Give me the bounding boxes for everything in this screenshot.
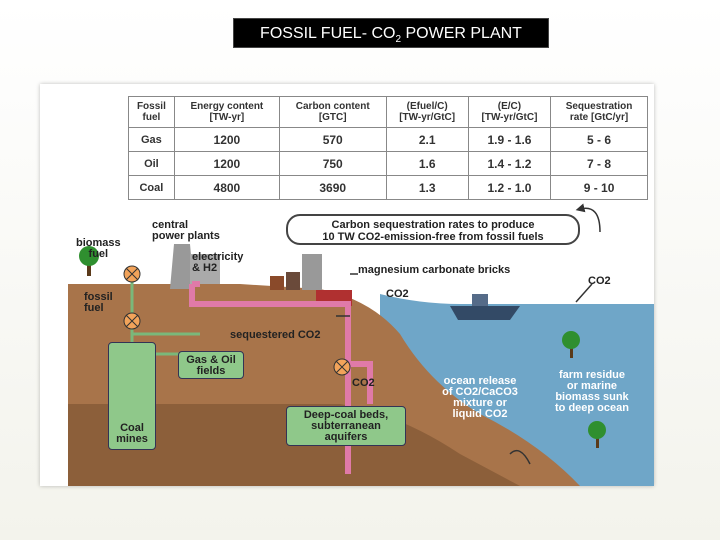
table-header-cell: (E/C)[TW-yr/GtC] xyxy=(467,96,552,128)
tree-icon xyxy=(79,246,99,276)
table-cell: Coal xyxy=(128,175,175,200)
table-cell: 1.6 xyxy=(385,151,469,176)
arrows xyxy=(336,203,601,465)
co2-label: CO2 xyxy=(386,288,409,300)
ship-icon xyxy=(450,294,520,320)
table-cell: 1.3 xyxy=(385,175,469,200)
valve-icon xyxy=(123,312,141,330)
co2-label: CO2 xyxy=(352,377,375,389)
sequestered-co2-label: sequestered CO2 xyxy=(230,329,321,341)
valve-icon xyxy=(333,358,351,376)
table-row: Oil 1200 750 1.6 1.4 - 1.2 7 - 8 xyxy=(128,151,648,176)
table-cell: 4800 xyxy=(173,175,280,200)
co2-label: CO2 xyxy=(588,275,611,287)
table-cell: 3690 xyxy=(278,175,387,200)
tree-icon xyxy=(588,421,606,448)
table-cell: 5 - 6 xyxy=(550,127,648,152)
magnesium-bricks-label: magnesium carbonate bricks xyxy=(358,264,511,276)
valve-icon xyxy=(123,265,141,283)
table-cell: 7 - 8 xyxy=(550,151,648,176)
table-cell: 1200 xyxy=(173,127,280,152)
table-header-cell: Energy content[TW-yr] xyxy=(173,96,280,128)
table-cell: 1.2 - 1.0 xyxy=(467,175,552,200)
table-header-cell: (Efuel/C)[TW-yr/GtC] xyxy=(385,96,469,128)
table-cell: Gas xyxy=(128,127,175,152)
table-cell: 1.9 - 1.6 xyxy=(467,127,552,152)
table-cell: Oil xyxy=(128,151,175,176)
table-cell: 2.1 xyxy=(385,127,469,152)
table-cell: 9 - 10 xyxy=(550,175,648,200)
table-cell: 1.4 - 1.2 xyxy=(467,151,552,176)
electricity-label: electricity& H2 xyxy=(192,251,244,274)
power-plant-icon xyxy=(170,244,220,289)
tree-icon xyxy=(562,331,580,358)
table-row: Coal 4800 3690 1.3 1.2 - 1.0 9 - 10 xyxy=(128,175,648,200)
pipes xyxy=(189,281,373,474)
table-row: Gas 1200 570 2.1 1.9 - 1.6 5 - 6 xyxy=(128,127,648,152)
table-cell: 750 xyxy=(278,151,387,176)
table-cell: 1200 xyxy=(173,151,280,176)
table-header-cell: Carbon content[GTC] xyxy=(278,96,387,128)
table-cell: 570 xyxy=(278,127,387,152)
slide-title: FOSSIL FUEL- CO2 POWER PLANT xyxy=(233,18,549,48)
